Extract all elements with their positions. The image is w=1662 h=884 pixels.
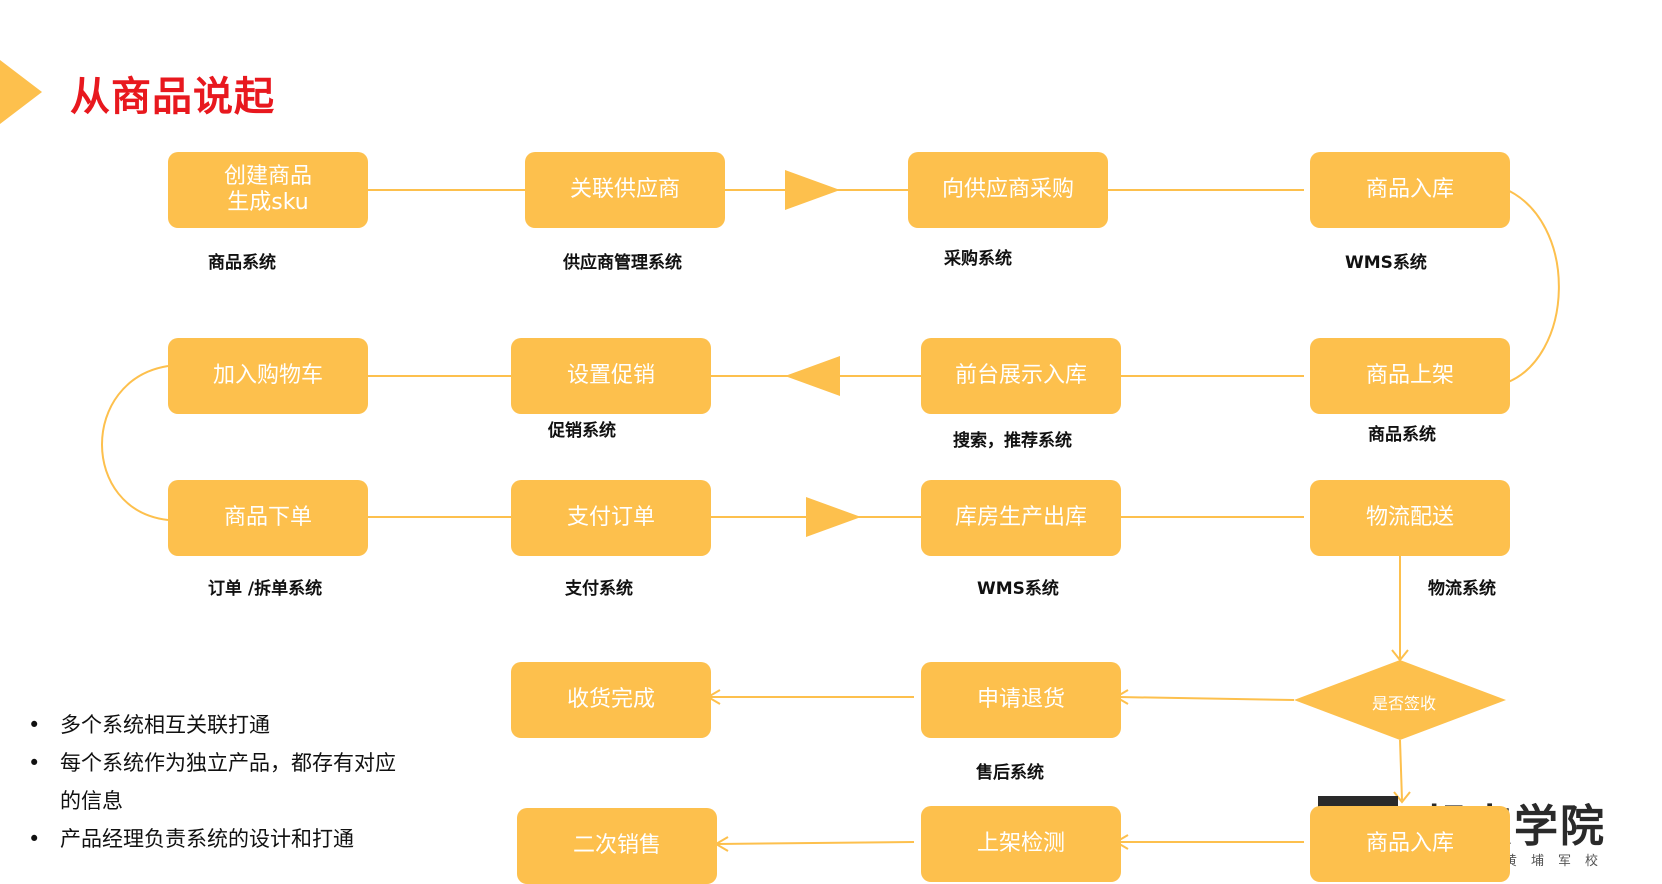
sign-check-diamond: [1294, 660, 1506, 740]
bullet-item: •多个系统相互关联打通: [28, 706, 448, 744]
bullet-item: •产品经理负责系统的设计和打通: [28, 820, 448, 858]
node-inspect[interactable]: 上架检测: [921, 806, 1121, 882]
bullet-dot-icon: •: [28, 827, 41, 851]
node-listing[interactable]: 商品上架: [1310, 338, 1510, 414]
page-title: 从商品说起: [70, 74, 275, 120]
arrow-left-icon: [785, 356, 840, 396]
node-purchase-system: 采购系统: [944, 249, 1012, 269]
logo-subtitle: 黄埔军校: [1504, 854, 1613, 869]
node-promotion[interactable]: 设置促销: [511, 338, 711, 414]
node-promotion-system: 促销系统: [548, 421, 616, 441]
node-warehouse-out-system: WMS系统: [977, 579, 1059, 599]
node-return-request[interactable]: 申请退货: [921, 662, 1121, 738]
node-link-supplier[interactable]: 关联供应商: [525, 152, 725, 228]
node-create-product-system: 商品系统: [208, 253, 276, 273]
bullet-dot-icon: •: [28, 713, 41, 737]
node-order-system: 订单 /拆单系统: [208, 579, 323, 599]
node-cart[interactable]: 加入购物车: [168, 338, 368, 414]
node-link-supplier-system: 供应商管理系统: [563, 253, 682, 273]
node-frontend[interactable]: 前台展示入库: [921, 338, 1121, 414]
arrow-down-icon: [1393, 791, 1411, 804]
title-chevron-icon: [0, 60, 42, 124]
node-inbound-2[interactable]: 商品入库: [1310, 806, 1510, 882]
connector-curve-right: [1502, 187, 1560, 385]
node-inbound-1-system: WMS系统: [1345, 253, 1427, 273]
sign-check-label: 是否签收: [1372, 694, 1437, 713]
connector-curve-left: [101, 365, 169, 521]
node-warehouse-out[interactable]: 库房生产出库: [921, 480, 1121, 556]
node-pay[interactable]: 支付订单: [511, 480, 711, 556]
bullet-dot-icon: •: [28, 751, 41, 775]
arrow-right-icon: [806, 497, 861, 537]
node-return-request-system: 售后系统: [976, 763, 1044, 783]
node-create-product[interactable]: 创建商品 生成sku: [168, 152, 368, 228]
node-resale[interactable]: 二次销售: [517, 808, 717, 884]
node-inbound-1[interactable]: 商品入库: [1310, 152, 1510, 228]
node-logistics[interactable]: 物流配送: [1310, 480, 1510, 556]
bullet-item: •每个系统作为独立产品，都存有对应的信息: [28, 744, 448, 820]
connector-to-resale: [717, 841, 915, 845]
connector-to-return: [1117, 696, 1295, 701]
node-listing-system: 商品系统: [1368, 425, 1436, 445]
connector-to-inbound2: [1399, 739, 1403, 801]
bullet-list: •多个系统相互关联打通 •每个系统作为独立产品，都存有对应的信息 •产品经理负责…: [28, 706, 448, 858]
node-purchase[interactable]: 向供应商采购: [908, 152, 1108, 228]
node-received[interactable]: 收货完成: [511, 662, 711, 738]
node-logistics-system: 物流系统: [1428, 579, 1496, 599]
node-order[interactable]: 商品下单: [168, 480, 368, 556]
node-frontend-system: 搜索，推荐系统: [953, 431, 1072, 451]
node-pay-system: 支付系统: [565, 579, 633, 599]
arrow-right-icon: [785, 170, 840, 210]
